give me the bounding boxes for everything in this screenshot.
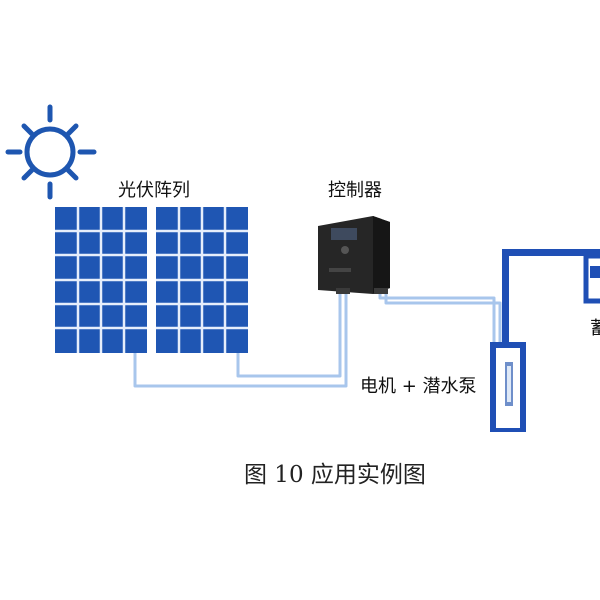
pv-array-label: 光伏阵列 [118, 180, 190, 201]
water-pipe [502, 249, 600, 343]
controller-label: 控制器 [328, 180, 382, 201]
figure-caption: 图 10 应用实例图 [244, 462, 426, 488]
submersible-pump-icon [490, 342, 526, 432]
tank-label: 蓄 [590, 318, 600, 339]
wiring [133, 294, 502, 388]
motor-pump-label: 电机 + 潜水泵 [360, 376, 477, 397]
sun-icon [5, 104, 97, 200]
solar-panel-left [55, 207, 147, 353]
water-tank-icon [583, 253, 600, 304]
controller-icon [318, 216, 390, 294]
solar-panel-right [156, 207, 248, 353]
